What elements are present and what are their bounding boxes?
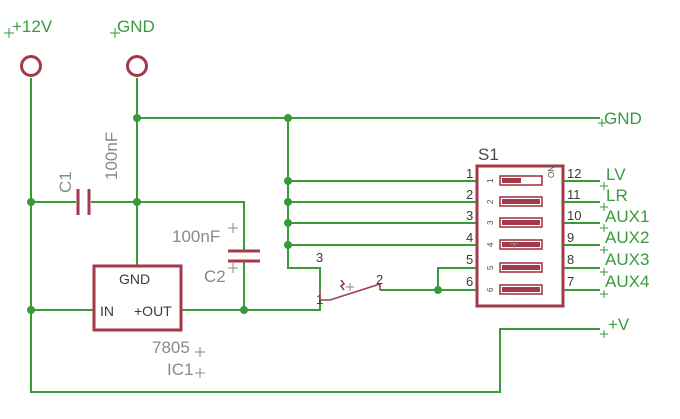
junction-dot xyxy=(284,177,292,185)
switch-pin1: 1 xyxy=(316,292,323,307)
spdt-switch: 3 2 1 xyxy=(316,250,383,307)
junction-dot xyxy=(284,114,292,122)
junction-dot xyxy=(284,198,292,206)
junction-dot xyxy=(434,286,442,294)
dip-right-pin: 11 xyxy=(567,187,581,202)
c1-value: 100nF xyxy=(102,132,121,180)
dip-lever-number: 6 xyxy=(486,287,495,292)
junction-dot xyxy=(133,114,141,122)
net-aux2: AUX2 xyxy=(605,228,649,247)
regulator-ic1: GND IN +OUT 7805 IC1 xyxy=(92,264,205,379)
dip-switch-s1: S1 ON 1 2 3 4 5 6 1 2 3 4 5 6 12 xyxy=(466,145,581,308)
net-aux4: AUX4 xyxy=(605,272,649,291)
supply-12v-connector: +12V xyxy=(4,17,53,77)
net-lr: LR xyxy=(606,186,628,205)
regulator-part: 7805 xyxy=(152,338,190,357)
dip-left-pin: 2 xyxy=(466,187,473,202)
supply-gnd-connector: GND xyxy=(110,17,155,77)
wire-12v-rail xyxy=(30,78,600,393)
net-gnd-right: GND xyxy=(604,109,642,128)
connector-ring xyxy=(20,55,42,77)
net-aux3: AUX3 xyxy=(605,250,649,269)
dip-right-pin: 12 xyxy=(567,166,581,181)
dip-right-pin: 7 xyxy=(567,274,574,289)
switch-lever xyxy=(319,282,381,301)
regulator-out-label: +OUT xyxy=(134,303,172,319)
dip-left-pin: 5 xyxy=(466,252,473,267)
dip-lever-number: 5 xyxy=(486,265,495,270)
dip-left-pin: 4 xyxy=(466,230,473,245)
net-aux1: AUX1 xyxy=(605,207,649,226)
regulator-name: IC1 xyxy=(167,360,193,379)
dip-on-label: ON xyxy=(547,166,556,178)
dip-lever-number: 4 xyxy=(486,242,495,247)
junction-dot xyxy=(133,198,141,206)
junction-dot xyxy=(284,241,292,249)
dip-lever-number: 3 xyxy=(486,220,495,225)
junction-dot xyxy=(284,219,292,227)
capacitor-c1: C1 100nF xyxy=(56,132,121,215)
c1-name: C1 xyxy=(56,171,75,193)
wire-c2-top xyxy=(137,201,245,250)
regulator-body xyxy=(92,264,183,332)
dip-body xyxy=(475,164,565,308)
dip-lever-number: 1 xyxy=(486,178,495,183)
capacitor-c2: 100nF C2 xyxy=(172,223,260,286)
junction-dot xyxy=(27,306,35,314)
net-plus-v: +V xyxy=(608,315,630,334)
regulator-in-label: IN xyxy=(100,303,114,319)
c2-name: C2 xyxy=(204,267,226,286)
dip-right-pin: 8 xyxy=(567,252,574,267)
wire-switch-right xyxy=(380,267,477,291)
junctions xyxy=(27,114,442,314)
dip-lever-number: 2 xyxy=(486,199,495,204)
connector-ring xyxy=(126,55,148,77)
net-labels: GND LV LR AUX1 AUX2 AUX3 AUX4 +V xyxy=(598,109,649,338)
dip-left-pin: 6 xyxy=(466,274,473,289)
wire-gnd-bus xyxy=(287,118,321,290)
dip-right-pin: 10 xyxy=(567,208,581,223)
junction-dot xyxy=(27,198,35,206)
dip-left-pin: 1 xyxy=(466,166,473,181)
wires xyxy=(30,78,600,393)
switch-arrow xyxy=(339,279,346,291)
wire-out xyxy=(182,300,321,311)
net-lv: LV xyxy=(606,165,626,184)
label-gnd-top: GND xyxy=(117,17,155,36)
dip-right-pin: 9 xyxy=(567,230,574,245)
label-12v: +12V xyxy=(12,17,53,36)
switch-pin2: 2 xyxy=(376,272,383,287)
junction-dot xyxy=(240,306,248,314)
regulator-gnd-label: GND xyxy=(119,271,150,287)
c2-value: 100nF xyxy=(172,227,220,246)
dip-name: S1 xyxy=(478,145,499,164)
dip-left-pin: 3 xyxy=(466,208,473,223)
switch-pin3: 3 xyxy=(316,250,323,265)
